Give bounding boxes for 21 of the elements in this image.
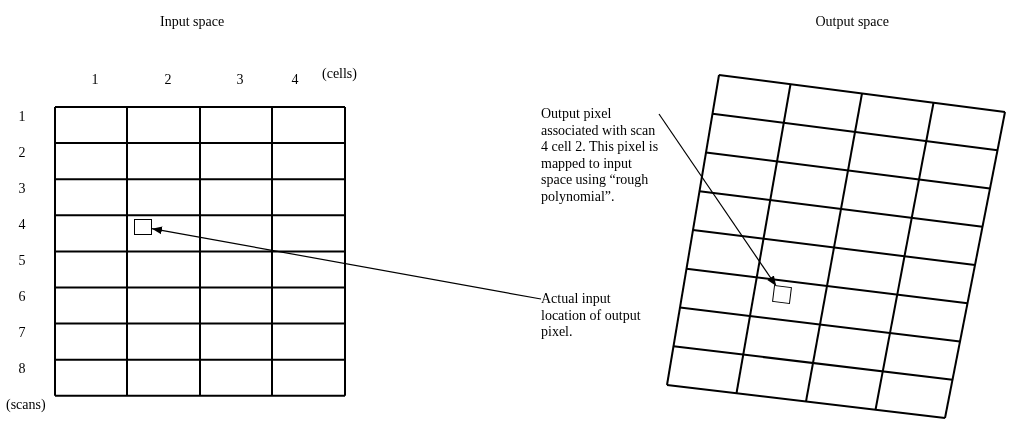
axis-label: (cells) — [322, 66, 357, 82]
row-number: 4 — [18, 217, 26, 233]
callout-text: Actual input location of output pixel. — [541, 291, 653, 341]
callout-text: Output pixel associated with scan 4 cell 2. This pixel is mapped to input space using “rough polynomial”. — [541, 106, 659, 205]
area-title: Input space — [160, 14, 225, 30]
row-number: 5 — [18, 253, 26, 269]
pixel-square — [772, 284, 792, 305]
column-number: 2 — [164, 72, 172, 88]
row-number: 2 — [18, 145, 26, 161]
row-number: 7 — [18, 325, 26, 341]
row-number: 8 — [18, 361, 26, 377]
row-number: 1 — [18, 109, 26, 125]
leader-line — [151, 226, 542, 300]
row-number: 6 — [18, 289, 26, 305]
row-number: 3 — [18, 181, 26, 197]
column-number: 4 — [291, 72, 299, 88]
pixel-square — [134, 219, 152, 235]
axis-label: (scans) — [6, 397, 46, 413]
column-number: 3 — [236, 72, 244, 88]
column-number: 1 — [91, 72, 99, 88]
area-title: Output space — [815, 14, 889, 30]
